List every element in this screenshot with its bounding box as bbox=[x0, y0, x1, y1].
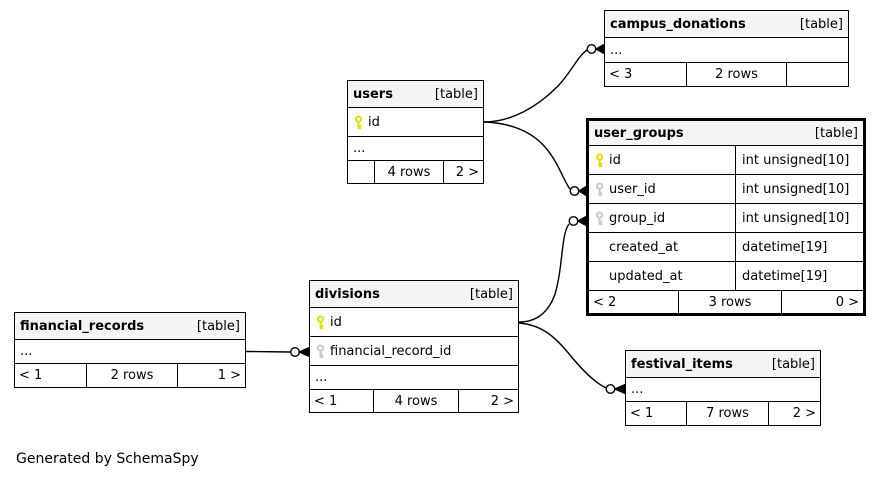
table-header[interactable]: user_groups [table] bbox=[589, 121, 863, 146]
table-name: divisions bbox=[315, 286, 380, 302]
table-header[interactable]: users [table] bbox=[348, 81, 483, 108]
table-badge: [table] bbox=[799, 16, 843, 32]
table-header[interactable]: campus_donations [table] bbox=[605, 11, 848, 38]
column-row: group_id int unsigned[10] bbox=[589, 204, 863, 233]
foreign-key-icon bbox=[315, 344, 330, 359]
column-name: id bbox=[368, 114, 380, 130]
footer-row-count: 4 rows bbox=[374, 161, 443, 183]
footer-children-count: 0 > bbox=[781, 291, 863, 313]
generated-by-label: Generated by SchemaSpy bbox=[16, 451, 199, 467]
table-footer: < 2 3 rows 0 > bbox=[589, 291, 863, 313]
table-name: financial_records bbox=[20, 318, 145, 334]
column-name: id bbox=[330, 314, 342, 330]
edge-inv-arrow bbox=[613, 383, 626, 395]
footer-children-count bbox=[786, 63, 848, 86]
table-divisions[interactable]: divisions [table] id financial_record_id… bbox=[309, 280, 519, 413]
column-row: created_at datetime[19] bbox=[589, 233, 863, 262]
column-type: datetime[19] bbox=[742, 239, 828, 255]
table-user-groups[interactable]: user_groups [table] id int unsigned[10] … bbox=[586, 118, 866, 316]
columns-ellipsis: ... bbox=[626, 378, 820, 402]
column-row: id int unsigned[10] bbox=[589, 146, 863, 175]
edge-odot bbox=[568, 215, 579, 226]
table-name: users bbox=[353, 86, 393, 102]
column-row: user_id int unsigned[10] bbox=[589, 175, 863, 204]
primary-key-icon bbox=[353, 115, 368, 130]
edge-users-user-groups bbox=[483, 121, 571, 190]
table-header[interactable]: financial_records [table] bbox=[15, 313, 245, 340]
table-badge: [table] bbox=[469, 286, 513, 302]
table-name: user_groups bbox=[594, 125, 684, 141]
column-name: created_at bbox=[609, 239, 679, 255]
footer-children-count: 2 > bbox=[768, 402, 820, 425]
table-footer: 4 rows 2 > bbox=[348, 161, 483, 183]
table-users[interactable]: users [table] id ... 4 rows 2 > bbox=[347, 80, 484, 184]
primary-key-icon bbox=[594, 153, 609, 168]
columns-ellipsis: ... bbox=[605, 38, 848, 63]
edge-inv-arrow bbox=[297, 346, 310, 358]
foreign-key-icon bbox=[594, 182, 609, 197]
footer-children-count: 2 > bbox=[458, 390, 518, 412]
columns-ellipsis: ... bbox=[348, 137, 483, 161]
table-campus-donations[interactable]: campus_donations [table] ... < 3 2 rows bbox=[604, 10, 849, 87]
footer-parents-count bbox=[348, 161, 374, 183]
column-type: int unsigned[10] bbox=[742, 210, 850, 226]
footer-parents-count: < 1 bbox=[314, 393, 338, 409]
columns-ellipsis: ... bbox=[310, 366, 518, 390]
table-header[interactable]: festival_items [table] bbox=[626, 351, 820, 378]
table-badge: [table] bbox=[771, 356, 815, 372]
edge-odot bbox=[586, 44, 597, 55]
footer-row-count: 4 rows bbox=[373, 390, 458, 412]
edge-divisions-festival-items bbox=[518, 322, 607, 389]
edge-odot bbox=[569, 185, 580, 196]
edge-inv-arrow bbox=[594, 43, 605, 55]
column-type: int unsigned[10] bbox=[742, 181, 850, 197]
table-footer: < 3 2 rows bbox=[605, 63, 848, 86]
footer-parents-count: < 3 bbox=[609, 67, 633, 82]
table-financial-records[interactable]: financial_records [table] ... < 1 2 rows… bbox=[14, 312, 246, 388]
columns-ellipsis: ... bbox=[15, 340, 245, 364]
column-row: id bbox=[348, 108, 483, 137]
edge-financial-records-divisions bbox=[245, 350, 291, 353]
foreign-key-icon bbox=[594, 211, 609, 226]
column-type: datetime[19] bbox=[742, 268, 828, 284]
table-badge: [table] bbox=[434, 86, 478, 102]
table-badge: [table] bbox=[814, 125, 858, 141]
table-badge: [table] bbox=[196, 318, 240, 334]
column-row: financial_record_id bbox=[310, 337, 518, 366]
footer-children-count: 2 > bbox=[443, 161, 483, 183]
footer-parents-count: < 2 bbox=[593, 294, 617, 310]
edge-users-campus-donations bbox=[483, 49, 588, 123]
table-festival-items[interactable]: festival_items [table] ... < 1 7 rows 2 … bbox=[625, 350, 821, 426]
column-name: group_id bbox=[609, 210, 666, 226]
footer-parents-count: < 1 bbox=[630, 406, 654, 421]
table-footer: < 1 7 rows 2 > bbox=[626, 402, 820, 425]
edge-inv-arrow bbox=[576, 215, 587, 227]
primary-key-icon bbox=[315, 315, 330, 330]
footer-row-count: 7 rows bbox=[686, 402, 768, 425]
table-footer: < 1 4 rows 2 > bbox=[310, 390, 518, 412]
edge-inv-arrow bbox=[577, 185, 587, 197]
table-name: festival_items bbox=[631, 356, 733, 372]
column-type: int unsigned[10] bbox=[742, 152, 850, 168]
footer-children-count: 1 > bbox=[177, 364, 245, 387]
table-footer: < 1 2 rows 1 > bbox=[15, 364, 245, 387]
footer-row-count: 2 rows bbox=[86, 364, 177, 387]
edge-divisions-user-groups bbox=[518, 223, 570, 323]
column-row: id bbox=[310, 308, 518, 337]
table-header[interactable]: divisions [table] bbox=[310, 281, 518, 308]
column-name: financial_record_id bbox=[330, 343, 452, 359]
footer-row-count: 2 rows bbox=[686, 63, 786, 86]
table-name: campus_donations bbox=[610, 16, 746, 32]
footer-row-count: 3 rows bbox=[678, 291, 781, 313]
column-row: updated_at datetime[19] bbox=[589, 262, 863, 291]
column-name: updated_at bbox=[609, 268, 683, 284]
footer-parents-count: < 1 bbox=[19, 368, 43, 383]
column-name: user_id bbox=[609, 181, 656, 197]
column-name: id bbox=[609, 152, 621, 168]
